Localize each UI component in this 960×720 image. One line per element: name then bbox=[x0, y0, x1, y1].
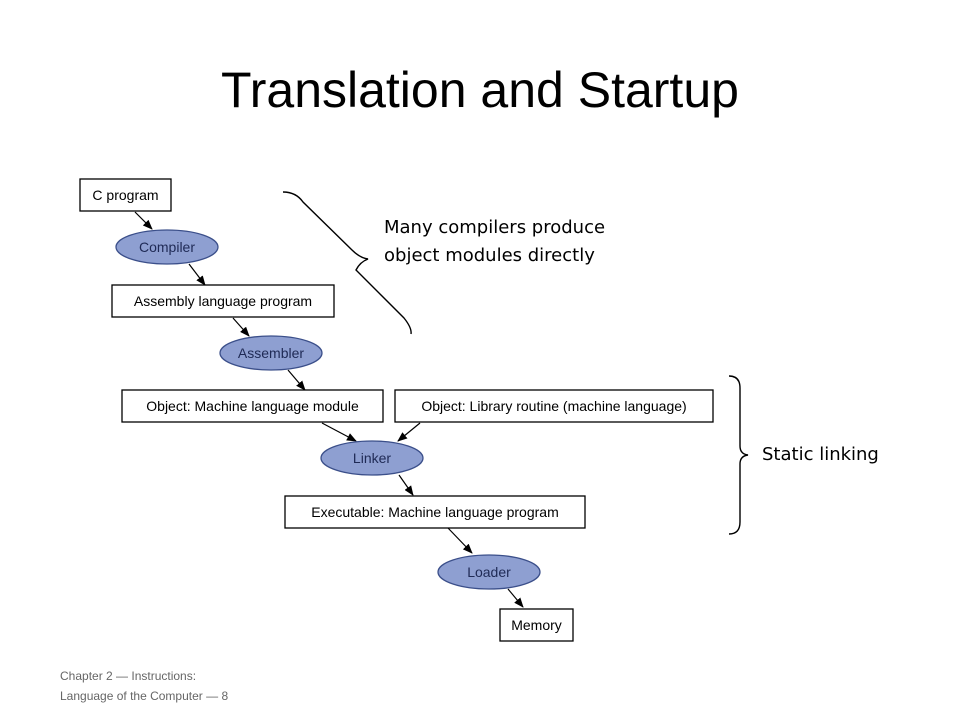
node-loader-label: Loader bbox=[467, 564, 511, 580]
node-c-program-label: C program bbox=[92, 187, 158, 203]
footer-line2: Language of the Computer — 8 bbox=[60, 689, 229, 703]
node-assembly-program-label: Assembly language program bbox=[134, 293, 312, 309]
annotation-compilers-line2: object modules directly bbox=[384, 245, 595, 266]
node-object-module-label: Object: Machine language module bbox=[146, 398, 359, 414]
arrow-compiler-assembly bbox=[188, 263, 206, 286]
node-library-routine bbox=[394, 389, 714, 423]
footer-line1: Chapter 2 — Instructions: bbox=[60, 669, 197, 683]
arrow-executable-loader bbox=[447, 527, 473, 554]
arrow-cprogram-compiler bbox=[134, 211, 153, 230]
slide-footer: Chapter 2 — Instructions: Language of th… bbox=[60, 666, 228, 706]
node-linker-label: Linker bbox=[353, 450, 391, 466]
arrow-assembler-object bbox=[287, 369, 306, 391]
annotation-compilers-line1: Many compilers produce bbox=[384, 217, 606, 238]
slide-title: Translation and Startup bbox=[221, 62, 739, 118]
arrow-linker-executable bbox=[398, 474, 414, 496]
annotation-compilers: Many compilers produce object modules di… bbox=[384, 214, 605, 270]
node-loader bbox=[437, 554, 541, 590]
node-object-module bbox=[121, 389, 384, 423]
node-library-routine-label: Object: Library routine (machine languag… bbox=[421, 398, 686, 414]
arrow-library-linker bbox=[397, 422, 421, 442]
brace-static-linking bbox=[728, 375, 749, 535]
node-executable-label: Executable: Machine language program bbox=[311, 504, 559, 520]
arrow-object-linker bbox=[321, 422, 357, 442]
node-assembly-program bbox=[111, 284, 335, 318]
annotation-static-linking: Static linking bbox=[762, 444, 879, 465]
node-assembler-label: Assembler bbox=[238, 345, 304, 361]
arrow-loader-memory bbox=[507, 588, 524, 608]
node-executable bbox=[284, 495, 586, 529]
node-memory-label: Memory bbox=[511, 617, 562, 633]
brace-compiler-annotation bbox=[282, 191, 412, 335]
node-compiler-label: Compiler bbox=[139, 239, 195, 255]
node-assembler bbox=[219, 335, 323, 371]
node-memory bbox=[499, 608, 574, 642]
node-c-program bbox=[79, 178, 172, 212]
node-linker bbox=[320, 440, 424, 476]
arrow-assembly-assembler bbox=[232, 317, 250, 337]
node-compiler bbox=[115, 229, 219, 265]
